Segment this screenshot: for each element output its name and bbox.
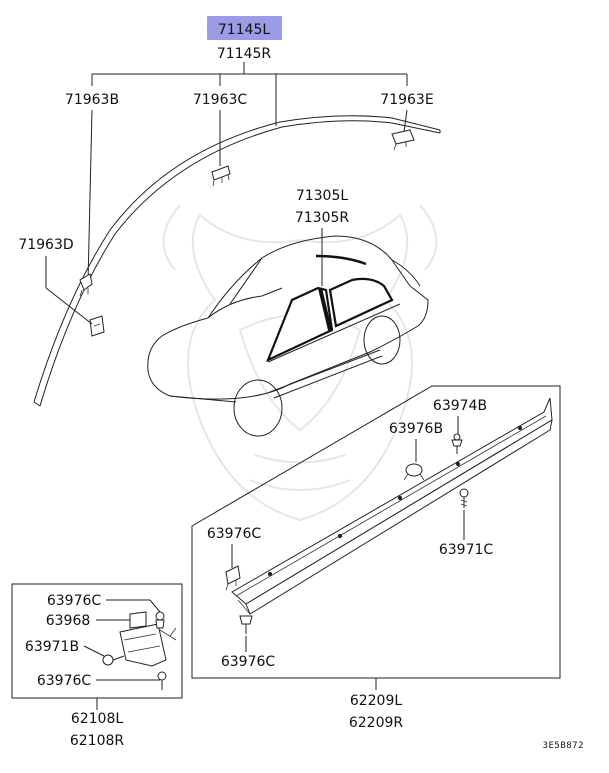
- label-71963E[interactable]: 71963E: [380, 92, 433, 108]
- label-62108L[interactable]: 62108L: [71, 711, 124, 727]
- leader-71963D-b: [45, 287, 93, 325]
- label-62209L[interactable]: 62209L: [350, 693, 403, 709]
- label-63976C-lower[interactable]: 63976C: [221, 654, 276, 670]
- screw-63971C-part: [459, 488, 469, 508]
- clip-63974B-part: [451, 433, 463, 454]
- label-63968[interactable]: 63968: [46, 613, 91, 629]
- watermark-emblem: [162, 204, 438, 522]
- car-body: [147, 235, 429, 437]
- label-63971B[interactable]: 63971B: [25, 639, 79, 655]
- clip-71963C-part: [211, 165, 231, 187]
- clip-71963D-part: [89, 315, 105, 337]
- leader-63971B: [83, 645, 105, 657]
- label-63974B[interactable]: 63974B: [433, 398, 487, 414]
- roof-moulding-71145[interactable]: [33, 115, 441, 407]
- label-63976C-box-top[interactable]: 63976C: [47, 593, 102, 609]
- label-62108R[interactable]: 62108R: [70, 733, 125, 749]
- side-sill-garnish-part[interactable]: [231, 397, 553, 615]
- label-71963B[interactable]: 71963B: [65, 92, 119, 108]
- label-63971C[interactable]: 63971C: [439, 542, 494, 558]
- label-71963C[interactable]: 71963C: [193, 92, 248, 108]
- leader-lines-clips: [87, 109, 408, 283]
- label-71963D[interactable]: 71963D: [18, 237, 73, 253]
- side-sill-box: [191, 385, 561, 679]
- label-71305L[interactable]: 71305L: [296, 188, 349, 204]
- label-63976C-box-bottom[interactable]: 63976C: [37, 673, 92, 689]
- label-71305R[interactable]: 71305R: [295, 210, 350, 226]
- label-63976B[interactable]: 63976B: [389, 421, 443, 437]
- label-71145R[interactable]: 71145R: [217, 46, 272, 62]
- highlight-box: [207, 16, 282, 40]
- label-63976C-main[interactable]: 63976C: [207, 526, 262, 542]
- clip-63976B-part: [403, 463, 425, 481]
- leader-63976C-box-top-b: [149, 599, 161, 613]
- leader-tree-71145: [91, 62, 408, 126]
- clip-63976C-main-part: [225, 565, 241, 591]
- label-62209R[interactable]: 62209R: [349, 715, 404, 731]
- clip-71963E-part: [391, 129, 415, 151]
- label-71145L[interactable]: 71145L: [218, 22, 271, 38]
- mud-guard-part[interactable]: [102, 611, 177, 690]
- clip-71963B-part: [79, 273, 93, 297]
- diagram-code: 3E5B872: [543, 741, 584, 751]
- clip-63976C-lower-part: [239, 615, 253, 634]
